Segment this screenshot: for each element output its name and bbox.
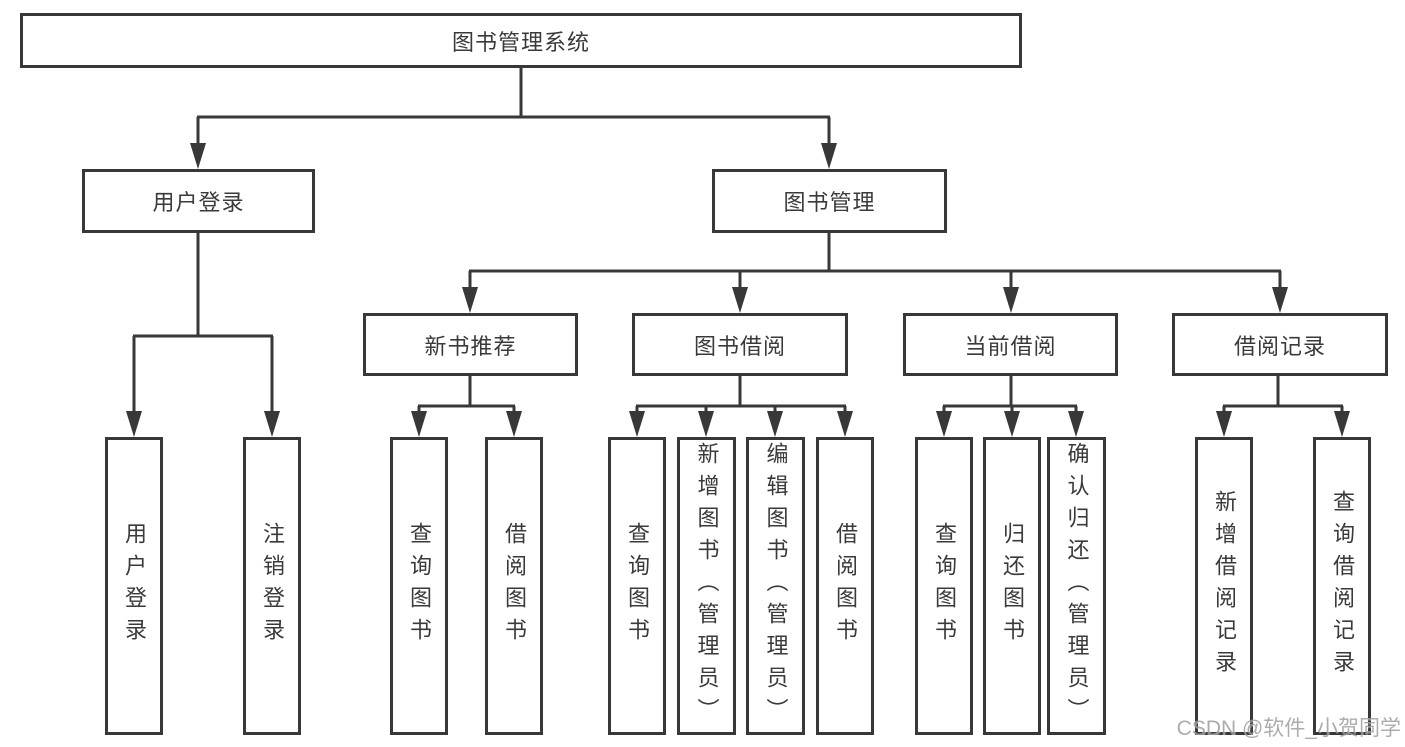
leaf-add-borrow-record: 新增借阅记录 <box>1195 437 1253 735</box>
node-book-borrowing: 图书借阅 <box>632 313 848 376</box>
leaf-add-book-admin: 新增图书（管理员） <box>677 437 736 735</box>
arrow-down-icon <box>190 143 206 169</box>
leaf-user-login: 用户登录 <box>105 437 163 735</box>
node-label: 借阅图书 <box>502 522 527 650</box>
node-label: 图书管理系统 <box>451 29 590 55</box>
node-label: 查询图书 <box>625 522 650 650</box>
connector-userlogin-to-leaves <box>132 233 274 414</box>
arrow-down-icon <box>936 411 952 437</box>
node-new-book-recommend: 新书推荐 <box>363 313 578 376</box>
arrow-down-icon <box>837 411 853 437</box>
arrow-down-icon <box>462 287 478 313</box>
leaf-logout: 注销登录 <box>243 437 301 735</box>
arrow-down-icon <box>732 287 748 313</box>
connector-newbooks-to-leaves <box>417 376 516 416</box>
node-borrowing-records: 借阅记录 <box>1172 313 1388 376</box>
connector-records-to-leaves <box>1222 376 1344 416</box>
node-label: 注销登录 <box>260 522 285 650</box>
node-label: 查询借阅记录 <box>1330 490 1355 682</box>
csdn-watermark: CSDN @软件_小贺同学 <box>1176 717 1401 740</box>
leaf-query-books-newbook: 查询图书 <box>390 437 448 735</box>
node-root-library-system: 图书管理系统 <box>20 13 1022 68</box>
node-label: 编辑图书（管理员） <box>763 442 789 730</box>
node-label: 图书管理 <box>783 190 876 215</box>
leaf-borrow-books-newbook: 借阅图书 <box>485 437 543 735</box>
arrow-down-icon <box>698 411 714 437</box>
arrow-down-icon <box>126 411 142 437</box>
node-label: 归还图书 <box>1000 522 1025 650</box>
leaf-confirm-return-admin: 确认归还（管理员） <box>1047 437 1106 735</box>
arrow-down-icon <box>821 143 837 169</box>
leaf-query-books-borrow: 查询图书 <box>608 437 666 735</box>
connector-bookborrow-to-leaves <box>635 376 847 416</box>
connector-bookmgmt-to-level3 <box>468 233 1282 292</box>
node-label: 借阅图书 <box>833 522 858 650</box>
arrow-down-icon <box>1216 411 1232 437</box>
connector-root-to-level2 <box>196 66 831 148</box>
arrow-down-icon <box>1272 287 1288 313</box>
node-label: 新增图书（管理员） <box>694 442 720 730</box>
node-label: 当前借阅 <box>964 333 1057 359</box>
arrowheads <box>126 143 1350 437</box>
arrow-down-icon <box>1004 411 1020 437</box>
node-label: 用户登录 <box>152 190 245 215</box>
arrow-down-icon <box>1068 411 1084 437</box>
node-label: 借阅记录 <box>1233 333 1326 359</box>
leaf-edit-book-admin: 编辑图书（管理员） <box>746 437 805 735</box>
arrow-down-icon <box>1003 287 1019 313</box>
node-label: 图书借阅 <box>693 333 786 359</box>
arrow-down-icon <box>506 411 522 437</box>
node-label: 确认归还（管理员） <box>1064 442 1090 730</box>
connector-currentborrow-to-leaves <box>942 376 1078 416</box>
node-label: 查询图书 <box>407 522 432 650</box>
node-label: 新增借阅记录 <box>1212 490 1237 682</box>
leaf-query-books-current: 查询图书 <box>915 437 973 735</box>
node-label: 查询图书 <box>932 522 957 650</box>
leaf-borrow-books-borrow: 借阅图书 <box>816 437 874 735</box>
leaf-query-borrow-record: 查询借阅记录 <box>1313 437 1371 735</box>
arrow-down-icon <box>1334 411 1350 437</box>
arrow-down-icon <box>411 411 427 437</box>
node-current-borrowing: 当前借阅 <box>903 313 1118 376</box>
arrow-down-icon <box>629 411 645 437</box>
arrow-down-icon <box>767 411 783 437</box>
node-user-login: 用户登录 <box>82 169 315 233</box>
leaf-return-book: 归还图书 <box>983 437 1041 735</box>
node-book-management: 图书管理 <box>712 169 947 233</box>
arrow-down-icon <box>264 411 280 437</box>
node-label: 用户登录 <box>122 522 147 650</box>
node-label: 新书推荐 <box>424 333 517 359</box>
